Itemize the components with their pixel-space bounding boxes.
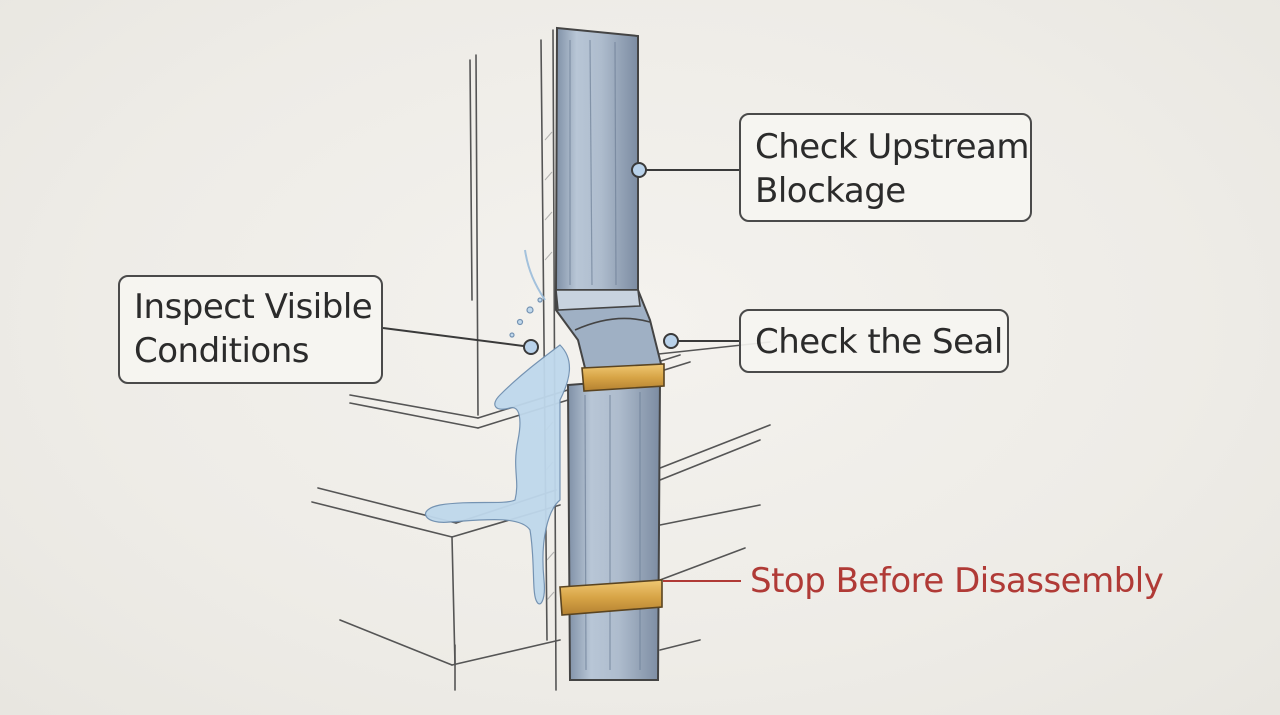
water-leak [425,249,571,605]
upper-pipe [554,26,639,293]
callout-inspect-visible-conditions: Inspect Visible Conditions [118,275,383,384]
callout-upstream-line1: Check Upstream [755,127,1030,167]
warning-stop-before-disassembly: Stop Before Disassembly [750,561,1164,601]
visible-marker [523,339,539,355]
callout-check-the-seal: Check the Seal [739,309,1009,373]
callout-seal-text: Check the Seal [755,322,1003,362]
callout-visible-line2: Conditions [134,331,309,371]
lower-clamp [559,579,663,616]
upper-clamp [581,363,665,392]
lower-pipe [566,376,662,681]
callout-upstream-line2: Blockage [755,171,906,211]
upstream-marker [631,162,647,178]
seal-marker [663,333,679,349]
callout-check-upstream-blockage: Check Upstream Blockage [739,113,1032,222]
callout-visible-line1: Inspect Visible [134,287,373,327]
leader-lines [382,169,739,348]
